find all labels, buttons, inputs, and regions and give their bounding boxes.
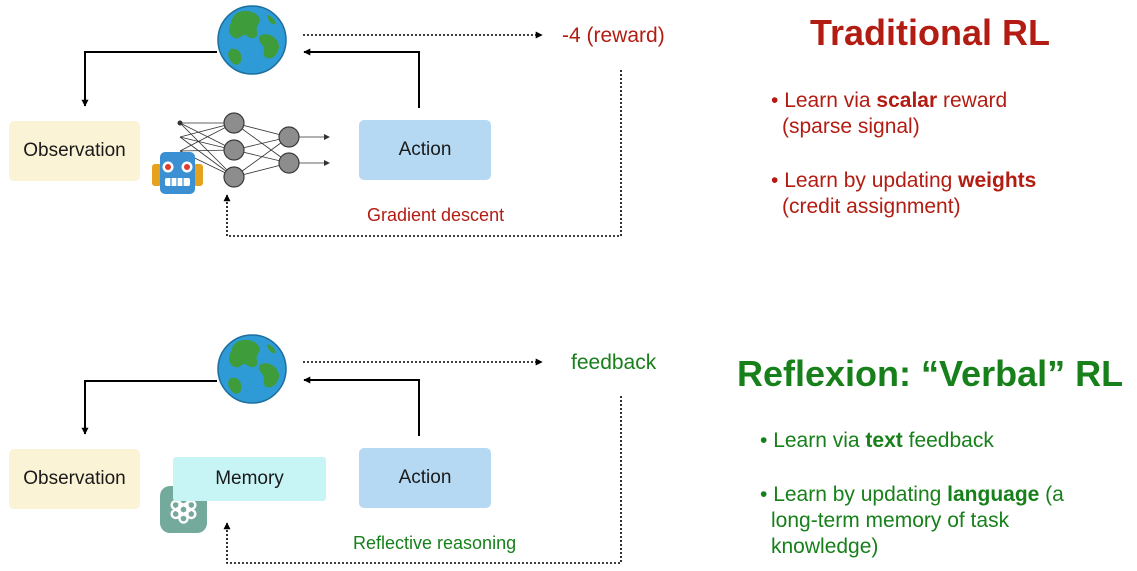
observation-box: Observation xyxy=(9,449,140,509)
arrow-reward-to-policy xyxy=(223,70,622,237)
robot-icon xyxy=(152,152,203,194)
bullet-item: • Learn by updating language (a long-ter… xyxy=(760,483,1064,558)
globe-icon xyxy=(217,334,287,404)
globe-icon xyxy=(217,5,287,75)
reward-label: -4 (reward) xyxy=(562,24,665,47)
reflective-reasoning-label: Reflective reasoning xyxy=(353,533,517,553)
arrow-env-to-observation xyxy=(81,51,217,107)
observation-label: Observation xyxy=(23,140,126,161)
action-box: Action xyxy=(359,120,491,180)
bullet-item: • Learn via text feedback xyxy=(760,429,994,452)
action-box: Action xyxy=(359,448,491,508)
reflexion-bullets: • Learn via text feedback • Learn by upd… xyxy=(760,428,1071,560)
memory-box: Memory xyxy=(173,457,326,501)
traditional-rl-bullets: • Learn via scalar reward (sparse signal… xyxy=(771,88,1036,220)
reflexion-title: Reflexion: “Verbal” RL xyxy=(737,353,1124,394)
arrow-feedback-to-memory xyxy=(223,396,622,564)
action-label: Action xyxy=(398,467,452,488)
bullet-item: • Learn via scalar reward (sparse signal… xyxy=(771,89,1008,138)
bullet-item: • Learn by updating weights (credit assi… xyxy=(771,169,1037,218)
arrow-env-to-observation xyxy=(81,380,217,435)
observation-label: Observation xyxy=(23,468,126,489)
traditional-rl-title: Traditional RL xyxy=(810,12,1051,53)
action-label: Action xyxy=(398,139,452,160)
arrow-action-to-env xyxy=(303,48,420,108)
neural-network-icon xyxy=(177,112,330,188)
observation-box: Observation xyxy=(9,121,140,181)
memory-label: Memory xyxy=(215,468,284,489)
gradient-descent-label: Gradient descent xyxy=(367,205,505,225)
arrow-action-to-env xyxy=(303,376,420,436)
feedback-label: feedback xyxy=(571,351,657,374)
